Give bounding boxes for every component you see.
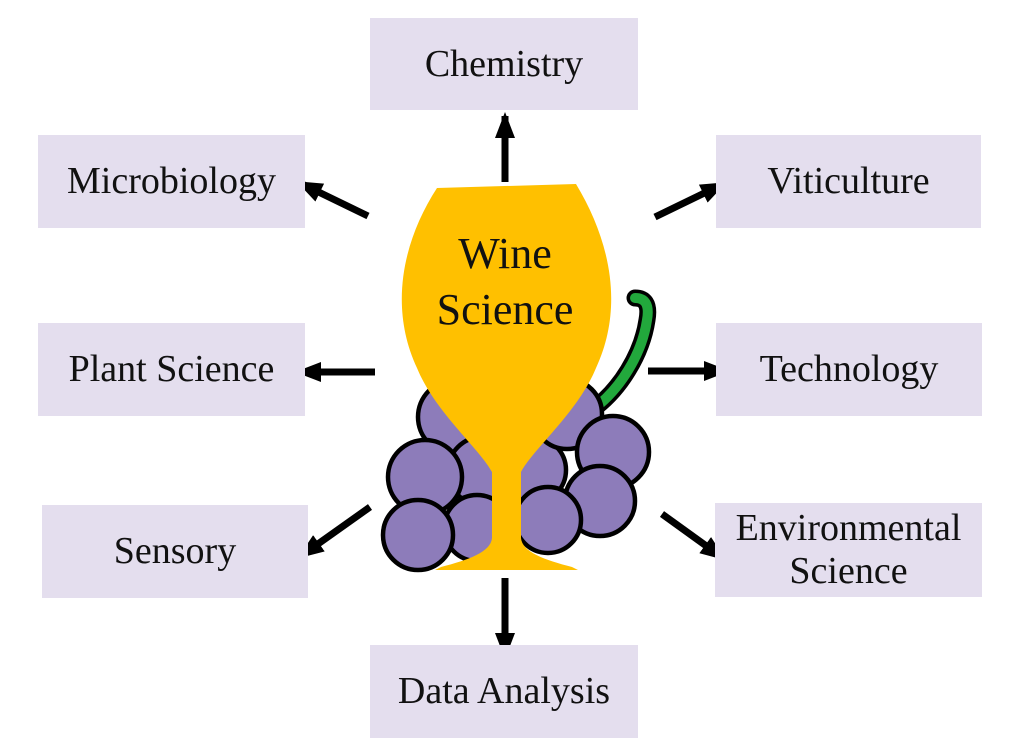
node-label: Data Analysis (397, 670, 611, 713)
node-viticulture: Viticulture (716, 135, 981, 228)
node-technology: Technology (716, 323, 982, 416)
center-label: Wine Science (436, 229, 574, 335)
node-data-analysis: Data Analysis (370, 645, 638, 738)
node-chemistry: Chemistry (370, 18, 638, 110)
arrow-to-viticulture (653, 180, 727, 221)
node-label: Chemistry (424, 42, 584, 85)
node-microbiology: Microbiology (38, 135, 305, 228)
grape-stalk-icon (583, 289, 657, 419)
node-label: Sensory (113, 530, 237, 573)
node-label: Environmental Science (735, 507, 962, 592)
arrow-to-microbiology (296, 179, 370, 220)
arrow-to-sensory (297, 504, 373, 559)
arrow-to-environmental (659, 511, 727, 561)
node-environmental-science: Environmental Science (715, 503, 982, 597)
node-plant-science: Plant Science (38, 323, 305, 416)
node-label: Viticulture (767, 160, 930, 203)
node-label: Microbiology (67, 160, 276, 203)
node-label: Plant Science (68, 348, 275, 391)
node-sensory: Sensory (42, 505, 308, 598)
wine-glass-icon (401, 184, 612, 570)
node-label: Technology (759, 348, 939, 391)
